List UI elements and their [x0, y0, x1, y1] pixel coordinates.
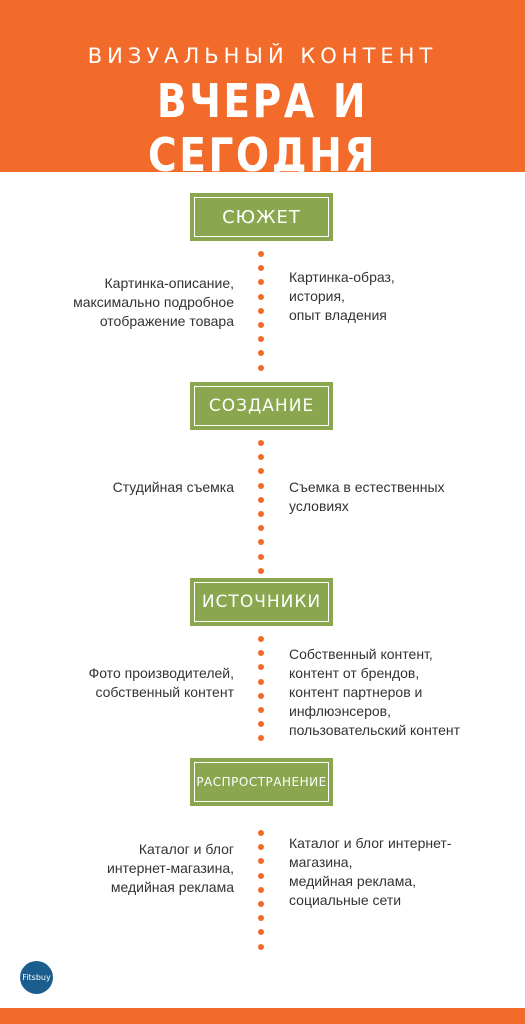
section-label-text: СОЗДАНИЕ — [194, 386, 329, 426]
section-right-text: Съемка в естественных условиях — [289, 479, 445, 514]
timeline-dots — [258, 830, 264, 958]
section-left-text: Студийная съемка — [112, 479, 234, 495]
header-title: ВЧЕРА И СЕГОДНЯ — [147, 74, 378, 182]
section-left-text: Фото производителей, собственный контент — [88, 665, 234, 700]
timeline-dots — [258, 251, 264, 379]
section-left-text: Картинка-описание, максимально подробное… — [73, 275, 234, 329]
section-label-text: РАСПРОСТРАНЕНИЕ — [194, 762, 329, 802]
footer-bar — [0, 1008, 525, 1024]
header-subtitle: ВИЗУАЛЬНЫЙ КОНТЕНТ — [87, 44, 438, 68]
section-label-plot: СЮЖЕТ — [190, 193, 333, 241]
logo-text: Fitsbuy — [22, 973, 51, 982]
header-banner: ВИЗУАЛЬНЫЙ КОНТЕНТ ВЧЕРА И СЕГОДНЯ — [0, 0, 525, 182]
section-label-sources: ИСТОЧНИКИ — [190, 578, 333, 626]
section-right-text: Картинка-образ, история, опыт владения — [289, 269, 395, 323]
section-label-text: ИСТОЧНИКИ — [194, 582, 329, 622]
timeline-dots — [258, 440, 264, 582]
brand-logo: Fitsbuy — [20, 961, 53, 994]
section-right-text: Собственный контент, контент от брендов,… — [289, 646, 461, 738]
section-left-text: Каталог и блог интернет-магазина, медийн… — [107, 841, 234, 895]
section-label-distribution: РАСПРОСТРАНЕНИЕ — [190, 758, 333, 806]
section-label-creation: СОЗДАНИЕ — [190, 382, 333, 430]
section-label-text: СЮЖЕТ — [194, 197, 329, 237]
section-right-text: Каталог и блог интернет- магазина, медий… — [289, 835, 452, 908]
timeline-dots — [258, 636, 264, 750]
